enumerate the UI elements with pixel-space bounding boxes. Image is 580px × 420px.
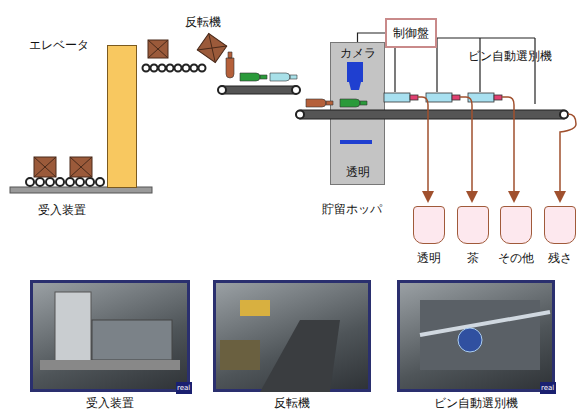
icon-label: real [177,384,190,393]
node-text: 制御盤 [387,26,435,40]
node-text: カメラ [331,46,384,60]
node-text: 透明 [331,165,384,179]
elevator: エレベータ [107,45,137,188]
node-text: 受入装置 [33,396,187,410]
node-text: エレベータ [16,38,102,52]
bin: 茶 [457,206,489,244]
bin: 残さ [544,206,576,244]
bin: 透明 [413,206,445,244]
bin: その他 [500,206,532,244]
part-label: 反転機 [185,15,221,29]
node-text: 残さ [535,251,580,265]
node-text: 反転機 [216,396,368,410]
control-panel: 制御盤 [385,18,437,48]
part-label: 受入装置 [38,203,86,217]
node-text: その他 [491,251,541,265]
selector-symbol [384,93,502,102]
main-conveyor [296,110,568,119]
node-text: 透明 [404,251,454,265]
upper-conveyor [143,65,206,72]
icon-label: real [541,384,554,393]
connector-line [358,33,386,42]
chute-arrow [418,97,576,200]
node-text: 茶 [448,251,498,265]
part-label: ビン自動選別機 [468,49,552,63]
part-label: 貯留ホッパ [322,202,382,216]
node-text: ビン自動選別機 [400,396,552,410]
sorting-conveyor [218,86,300,94]
